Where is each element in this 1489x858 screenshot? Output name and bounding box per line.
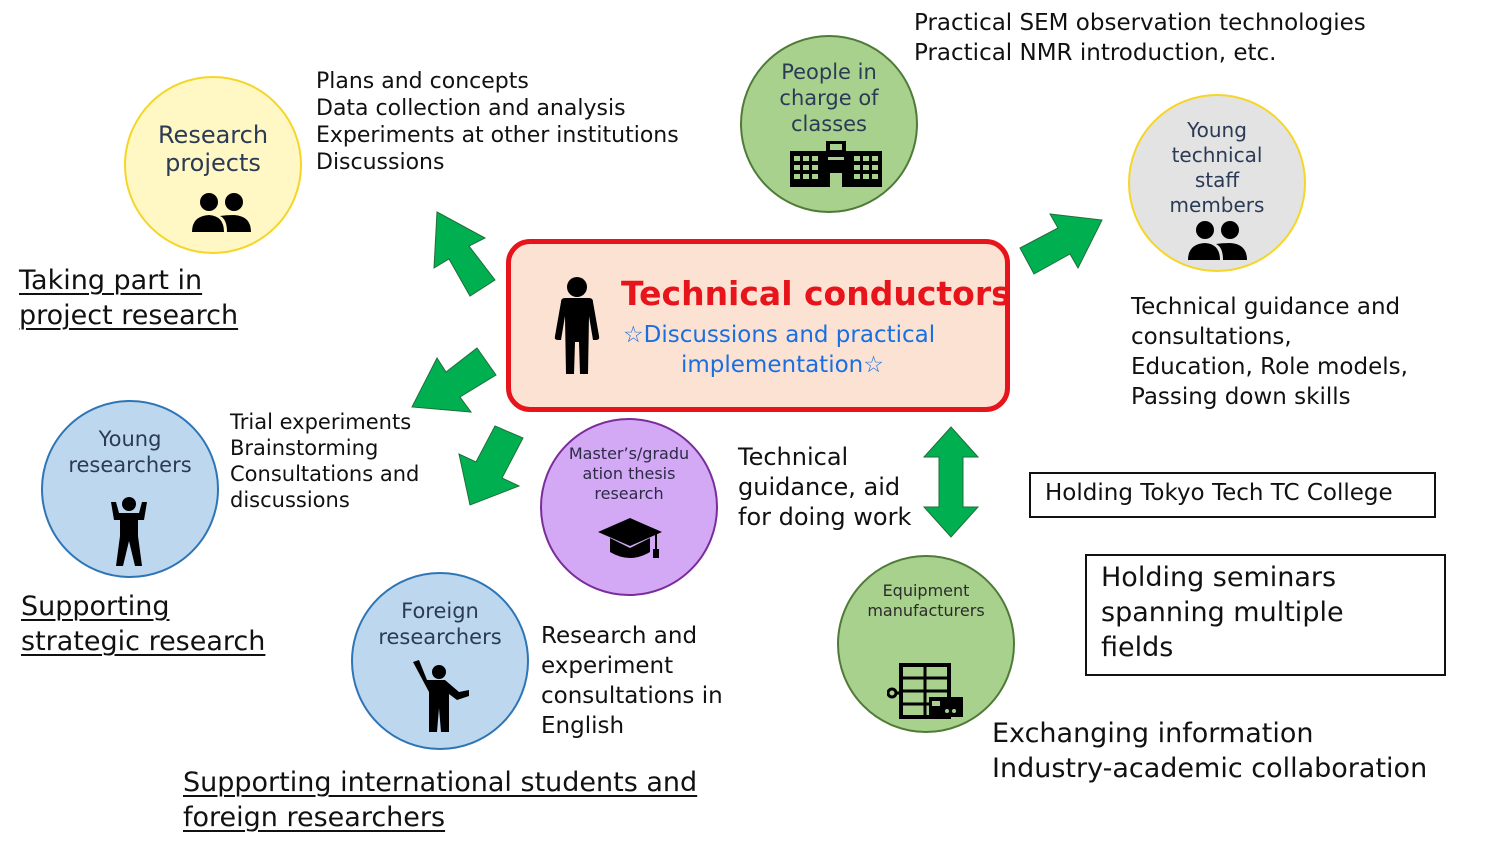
double-arrow-equipment <box>922 426 980 538</box>
young-staff-line1: Young <box>1187 118 1247 142</box>
heading-international: Supporting international students and fo… <box>183 767 698 833</box>
english-text: Research and experiment consultations in… <box>541 623 723 739</box>
young-researchers-line2: researchers <box>68 453 192 477</box>
exchange-text: Exchanging information Industry-academic… <box>992 718 1428 784</box>
foreign-researchers-circle: Foreign researchers <box>351 572 529 750</box>
seminars-line3: fields <box>1101 632 1174 663</box>
young-staff-circle: Young technical staff members <box>1128 94 1306 272</box>
person-cheering-icon <box>111 497 147 566</box>
seminars-box: Holding seminars spanning multiple field… <box>1085 554 1446 676</box>
people-icon <box>1188 221 1247 260</box>
heading-project-research: Taking part in project research <box>19 265 239 331</box>
equipment-line2: manufacturers <box>867 601 985 620</box>
aid-text: Technical guidance, aid for doing work <box>738 443 912 531</box>
technical-conductors-box: Technical conductors ☆Discussions and pr… <box>506 239 1011 412</box>
research-projects-circle: Research projects <box>124 76 302 254</box>
people-classes-line2: charge of <box>779 86 879 110</box>
people-classes-circle: People in charge of classes <box>740 35 918 213</box>
thesis-line3: research <box>594 484 664 503</box>
thesis-line1: Master’s/gradu <box>568 444 690 463</box>
people-icon <box>192 193 251 232</box>
equipment-icon <box>887 663 963 719</box>
young-researchers-circle: Young researchers <box>41 400 219 578</box>
center-title: Technical conductors <box>621 274 1011 313</box>
young-staff-line2: technical <box>1171 143 1263 167</box>
plans-text: Plans and concepts Data collection and a… <box>316 69 679 175</box>
tc-college-box: Holding Tokyo Tech TC College <box>1029 472 1436 518</box>
arrow-to-young-staff <box>1019 213 1103 275</box>
research-projects-line1: Research <box>157 121 269 149</box>
thesis-circle: Master’s/gradu ation thesis research <box>540 418 718 596</box>
young-staff-line4: members <box>1169 193 1265 217</box>
person-standing-icon <box>554 277 600 374</box>
arrow-to-young-researchers <box>411 347 497 413</box>
equipment-circle: Equipment manufacturers <box>837 555 1015 733</box>
arrow-to-research-projects <box>433 211 496 297</box>
seminars-line1: Holding seminars <box>1101 562 1337 593</box>
trial-text: Trial experiments Brainstorming Consulta… <box>230 410 420 512</box>
sem-text: Practical SEM observation technologies P… <box>914 10 1366 66</box>
people-classes-line3: classes <box>791 112 867 136</box>
center-subtitle-line1: ☆Discussions and practical <box>623 322 936 348</box>
school-building-icon <box>790 141 882 187</box>
people-classes-line1: People in <box>781 60 877 84</box>
foreign-line1: Foreign <box>401 599 479 623</box>
research-projects-line2: projects <box>165 148 261 177</box>
young-researchers-line1: Young <box>98 427 162 451</box>
young-staff-line3: staff <box>1194 168 1240 192</box>
seminars-line2: spanning multiple <box>1101 597 1344 628</box>
equipment-line1: Equipment <box>882 581 970 600</box>
thesis-line2: ation thesis <box>582 464 676 483</box>
heading-strategic-research: Supporting strategic research <box>21 591 266 657</box>
person-waving-icon <box>413 660 469 732</box>
graduation-cap-icon <box>598 518 662 558</box>
tc-college-label: Holding Tokyo Tech TC College <box>1045 480 1393 506</box>
arrow-to-thesis <box>458 425 524 506</box>
guidance-text: Technical guidance and consultations, Ed… <box>1131 294 1408 410</box>
foreign-line2: researchers <box>378 625 502 649</box>
center-subtitle-line2: implementation☆ <box>681 352 884 378</box>
